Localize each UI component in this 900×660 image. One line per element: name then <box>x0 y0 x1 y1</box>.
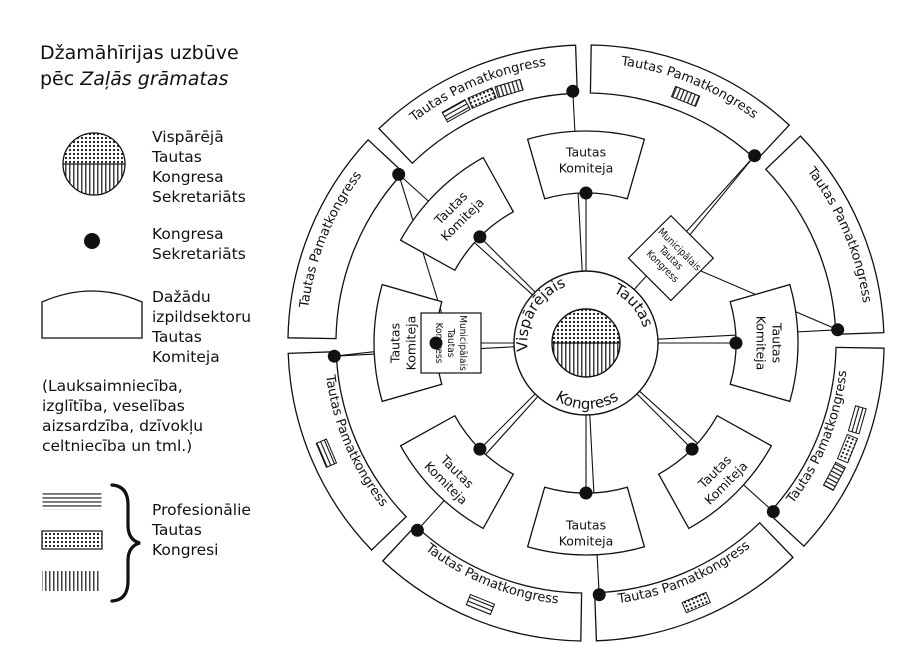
general-people-congress: Vispārējais Tautas Kongress <box>513 270 659 416</box>
municipal-congress-label: Tautas <box>445 328 456 358</box>
legend-sectors-note: (Lauksaimniecība, izglītība, veselības a… <box>42 377 204 455</box>
committee-secretariat-dot <box>685 442 699 456</box>
people-committee-shape <box>399 156 515 272</box>
legend-title-book: Zaļās grāmatas <box>80 68 229 90</box>
legend-vlines-pattern-icon <box>42 571 100 591</box>
professional-congress-pattern <box>847 405 867 435</box>
legend-title-line2: pēc Zaļās grāmatas <box>40 66 239 92</box>
professional-congress-pattern <box>494 78 524 99</box>
legend-secretariat-text: Kongresa Sekretariāts <box>152 225 246 263</box>
municipal-congresses: MunicipālaisTautasKongressMunicipālaisTa… <box>420 214 715 374</box>
legend-dots-pattern-icon <box>41 530 103 550</box>
committee-secretariat-dot <box>729 336 743 350</box>
base-congress-secretariat-dot <box>831 323 845 337</box>
professional-congress-pattern <box>465 593 496 616</box>
committee-label-line1: Tautas <box>565 518 606 533</box>
committee-label-line1: Tautas <box>770 322 785 363</box>
base-congress-secretariat-dot <box>748 149 762 163</box>
municipal-congress-label: Municipālais <box>457 315 468 371</box>
legend-general-secretariat-icon <box>62 132 126 196</box>
legend-hlines-pattern-icon <box>41 491 103 511</box>
legend-title-line1: Džamāhīrijas uzbūve <box>40 42 239 64</box>
people-committee-shape <box>399 414 515 530</box>
professional-congress-patterns <box>315 78 867 616</box>
professional-congress-pattern <box>467 87 497 109</box>
legend-title: Džamāhīrijas uzbūve pēc Zaļās grāmatas <box>40 40 239 92</box>
committee-label-line2: Komiteja <box>754 316 769 371</box>
base-congress-sector <box>767 346 885 548</box>
legend-committee-shape-icon <box>41 290 143 339</box>
professional-congress-pattern <box>836 433 859 464</box>
professional-congress-pattern <box>681 591 711 614</box>
people-committee-shape <box>729 283 799 403</box>
professional-congress-pattern <box>670 85 701 108</box>
people-committee-shape <box>526 486 646 556</box>
people-committee-shape <box>526 130 646 200</box>
legend-general-secretariat-text: Vispārējā Tautas Kongresa Sekretariāts <box>152 128 246 206</box>
committee-secretariat-dot <box>473 442 487 456</box>
legend-brace-icon <box>110 483 141 603</box>
committee-secretariat-dot <box>579 486 593 500</box>
people-committee-shape <box>657 414 773 530</box>
base-congress-sector <box>594 521 794 642</box>
legend-secretariat-dot-icon <box>84 233 100 249</box>
base-congress-sector <box>381 524 583 642</box>
committee-label-line2: Komiteja <box>559 161 614 176</box>
base-congress-secretariat-dot <box>327 349 341 363</box>
professional-congress-pattern <box>315 438 338 468</box>
committee-secretariat-dot <box>473 230 487 244</box>
committee-label-line2: Komiteja <box>559 534 614 549</box>
secretariat-dots <box>327 84 845 602</box>
base-congress-sector <box>764 135 885 335</box>
base-congress-secretariat-dot <box>566 84 580 98</box>
committee-ring: TautasKomitejaTautasKomitejaTautasKomite… <box>373 130 799 556</box>
base-congress-secretariat-dot <box>392 167 406 181</box>
professional-congress-pattern <box>441 98 471 123</box>
legend-symbols <box>41 132 143 603</box>
committee-secretariat-dot <box>429 336 443 350</box>
base-congress-sector <box>287 351 408 551</box>
base-congress-secretariat-dot <box>592 588 606 602</box>
committee-secretariat-dot <box>579 186 593 200</box>
base-congress-sector <box>287 138 405 340</box>
committee-label-line1: Tautas <box>388 323 403 364</box>
legend-professional-congresses-text: Profesionālie Tautas Kongresi <box>152 501 251 559</box>
base-congress-secretariat-dot <box>766 505 780 519</box>
legend-committee-text: Dažādu izpildsektoru Tautas Komiteja <box>152 288 252 366</box>
committee-label-line2: Komiteja <box>404 316 419 371</box>
committee-label-line1: Tautas <box>565 145 606 160</box>
legend-title-prefix: pēc <box>40 68 81 90</box>
base-congress-secretariat-dot <box>410 523 424 537</box>
general-secretariat-symbol <box>551 308 621 378</box>
professional-congress-pattern <box>822 461 847 492</box>
